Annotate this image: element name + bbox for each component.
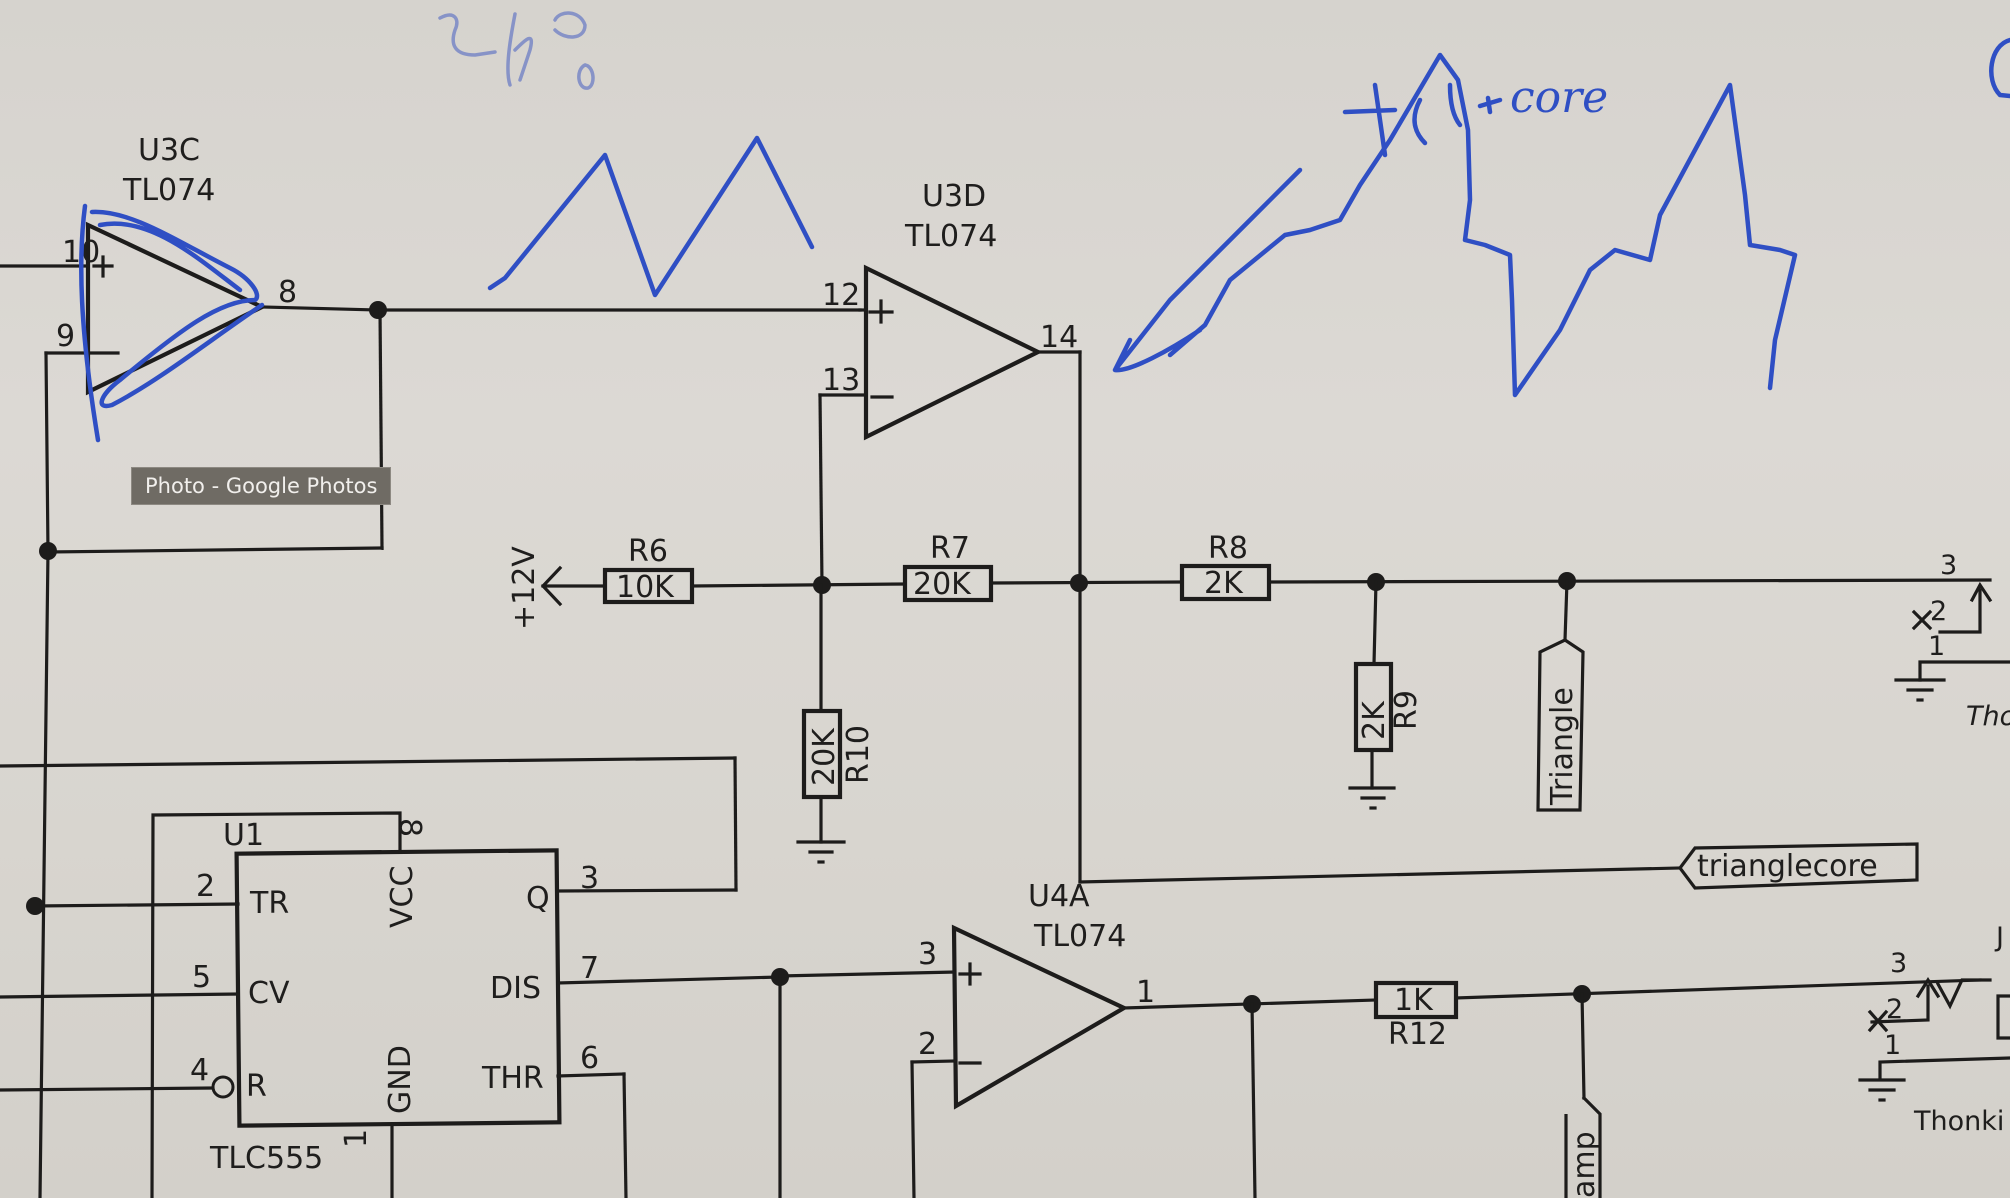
u3d-pin-out: 14 [1040,320,1078,355]
junction [26,897,44,915]
r12-ref: R12 [1388,1017,1447,1052]
u1-part: TLC555 [209,1141,323,1176]
u4a-pin-plus: 3 [918,937,937,972]
u1-pin-q-name: Q [526,881,550,916]
u1-pin-r-num: 4 [190,1053,209,1088]
u1-pin-dis-name: DIS [490,971,541,1006]
resistor-r7: 20K R7 [902,531,994,603]
tooltip: Photo - Google Photos [131,467,392,505]
u3c-part: TL074 [122,173,215,208]
u1-pin-tr-name: TR [249,886,289,921]
r10-value: 20K [807,727,842,786]
opamp-u3c: 10 9 8 U3C TL074 [0,133,380,396]
r9-value: 2K [1357,700,1392,740]
jack-1: 3 2 1 Tho [1894,550,2010,732]
ink-cross-mark [1342,82,1398,158]
resistor-r9: 2K R9 [1348,580,1424,810]
ink-wave-arrow [1112,52,1798,398]
power-12v: +12V [507,546,607,630]
u3d-part: TL074 [904,219,997,254]
u1-pin-gnd-name: GND [383,1045,418,1114]
resistor-r12: 1K R12 [1373,980,1459,1052]
junction [1070,574,1088,592]
amp-label-text: amp [1567,1131,1602,1198]
u1-pin-cv-name: CV [248,976,290,1011]
jack1-name: Tho [1966,701,2010,732]
jack1-pin3: 3 [1940,550,1957,581]
jack2-ref: J [1994,922,2004,953]
jack2-pin1: 1 [1884,1030,1901,1061]
net-label-triangle: Triangle [1536,579,1585,812]
jack-2: 3 2 1 Thonki J [1858,922,2010,1137]
jack1-pin1: 1 [1928,631,1945,662]
core-note-text: core [1510,72,1608,123]
u1-pin-thr-name: THR [481,1061,544,1096]
u3d-pin-minus: 13 [822,363,860,398]
u1-pin-gnd-num: 1 [339,1129,374,1148]
r6-value: 10K [616,570,675,605]
jack2-pin3: 3 [1890,948,1907,979]
jack1-pin2: 2 [1930,596,1947,627]
u1-pin-vcc-num: 8 [392,818,427,837]
u3d-ref: U3D [922,179,986,214]
u3c-ref: U3C [138,133,200,168]
u1-pin-tr-num: 2 [196,869,215,904]
opamp-u4a: 3 2 1 U4A TL074 [778,879,1378,1198]
ink-partial-circle [1989,37,2010,99]
u3d-pin-plus: 12 [822,278,860,313]
ic-u1-tlc555: U1 TLC555 2 TR 5 CV 4 R 8 VCC GND 1 Q 3 … [0,756,789,1198]
u4a-ref: U4A [1028,879,1090,914]
ink-scribble-u3c [79,203,265,443]
junction [369,301,387,319]
jack2-name: Thonki [1913,1106,2004,1137]
u3c-pin-out: 8 [278,275,297,310]
u1-pin-vcc-name: VCC [385,866,420,928]
u1-pin-dis-num: 7 [580,951,599,986]
u1-ref: U1 [223,818,264,853]
u4a-pin-minus: 2 [918,1027,937,1062]
resistor-r6: 10K R6 [602,534,695,605]
r9-ref: R9 [1389,690,1424,730]
r7-ref: R7 [930,531,970,566]
u1-pin-q-num: 3 [580,861,599,896]
r6-ref: R6 [628,534,668,569]
power-label: +12V [507,546,542,630]
u1-pin-thr-num: 6 [580,1041,599,1076]
resistor-r8: 2K R8 [1179,531,1272,602]
jack2-pin2: 2 [1886,994,1903,1025]
u4a-part: TL074 [1033,919,1126,954]
r10-ref: R10 [841,725,876,784]
u1-pin-cv-num: 5 [192,960,211,995]
u4a-pin-out: 1 [1136,975,1155,1010]
ink-triangle-wave [487,135,815,298]
ink-note-top [438,11,595,90]
opamp-u3d: 12 13 14 U3D TL074 [818,179,1082,884]
r7-value: 20K [913,567,972,602]
net-label-trianglecore: trianglecore [1678,842,1919,890]
u1-pin-r-name: R [246,1069,267,1104]
net-label-amp: amp [1564,992,1602,1198]
u3c-pin-minus: 9 [56,319,75,354]
ink-arrow-to-core [1412,82,1503,146]
trianglecore-label-text: trianglecore [1697,849,1878,884]
r8-value: 2K [1204,566,1244,601]
r12-value: 1K [1394,983,1434,1018]
triangle-label-text: Triangle [1545,687,1580,806]
resistor-r10: 20K R10 [796,583,876,864]
r8-ref: R8 [1208,531,1248,566]
